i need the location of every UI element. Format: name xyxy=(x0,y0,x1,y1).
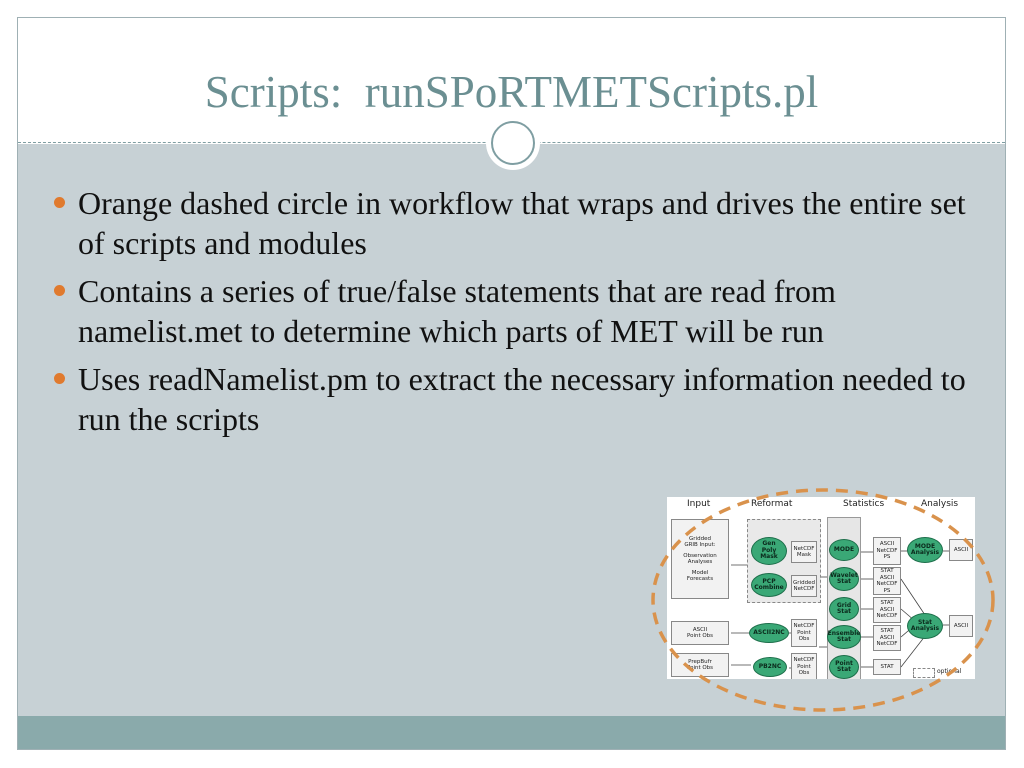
column-header-input: Input xyxy=(687,499,711,509)
label: Analyses xyxy=(687,559,713,565)
bullet-text: Uses readNamelist.pm to extract the nece… xyxy=(78,361,966,437)
footer-band xyxy=(18,716,1005,749)
met-workflow-diagram: Input Reformat Statistics Analysis xyxy=(667,497,975,679)
label: ASCII xyxy=(692,626,708,633)
bullet-text: Contains a series of true/false statemen… xyxy=(78,273,836,349)
output-mode: ASCII NetCDF PS xyxy=(873,537,901,565)
output-netcdf-point-obs: NetCDF Point Obs xyxy=(791,619,817,647)
input-gridded-grib: Gridded GRIB Input: Observation Analyses… xyxy=(671,519,729,599)
column-header-reformat: Reformat xyxy=(751,499,793,509)
input-ascii-point-obs: ASCII Point Obs xyxy=(671,621,729,645)
output-gridded-netcdf: Gridded NetCDF xyxy=(791,575,817,597)
output-point-stat: STAT xyxy=(873,659,901,675)
bullet-item: Uses readNamelist.pm to extract the nece… xyxy=(54,359,994,439)
tool-mode: MODE xyxy=(829,539,859,561)
slide-title: Scripts: runSPoRTMETScripts.pl xyxy=(204,67,819,117)
label: Model xyxy=(691,569,709,576)
output-stat-analysis-ascii: ASCII xyxy=(949,615,973,637)
bullet-list: Orange dashed circle in workflow that wr… xyxy=(54,183,994,447)
output-grid-stat: STAT ASCII NetCDF xyxy=(873,597,901,623)
bullet-item: Contains a series of true/false statemen… xyxy=(54,271,994,351)
divider-ring-icon xyxy=(491,121,535,165)
column-header-statistics: Statistics xyxy=(843,499,885,509)
bullet-text: Orange dashed circle in workflow that wr… xyxy=(78,185,966,261)
label: GRIB Input: xyxy=(684,542,716,548)
output-netcdf-point-obs: NetCDF Point Obs xyxy=(791,653,817,679)
legend-optional-label: optional xyxy=(937,668,962,675)
orange-dashed-circle xyxy=(651,488,995,712)
slide: Scripts: runSPoRTMETScripts.pl Orange da… xyxy=(17,17,1006,750)
output-wavelet-stat: STAT ASCII NetCDF PS xyxy=(873,567,901,595)
label: Observation xyxy=(683,552,717,559)
output-mode-analysis-ascii: ASCII xyxy=(949,539,973,561)
bullet-dot-icon xyxy=(54,197,65,208)
tool-ascii2nc: ASCII2NC xyxy=(749,623,789,643)
output-ensemble-stat: STAT ASCII NetCDF xyxy=(873,625,901,651)
label: PrepBufr xyxy=(688,658,712,665)
output-netcdf-mask: NetCDF Mask xyxy=(791,541,817,563)
label: Gridded xyxy=(689,535,711,542)
label: Point Obs xyxy=(686,633,714,639)
tool-pb2nc: PB2NC xyxy=(753,657,787,677)
label: Forecasts xyxy=(686,576,714,582)
bullet-dot-icon xyxy=(54,285,65,296)
bullet-item: Orange dashed circle in workflow that wr… xyxy=(54,183,994,263)
column-header-analysis: Analysis xyxy=(921,499,959,509)
legend-optional-swatch xyxy=(913,668,935,678)
bullet-dot-icon xyxy=(54,373,65,384)
label: Point Obs xyxy=(686,665,714,671)
